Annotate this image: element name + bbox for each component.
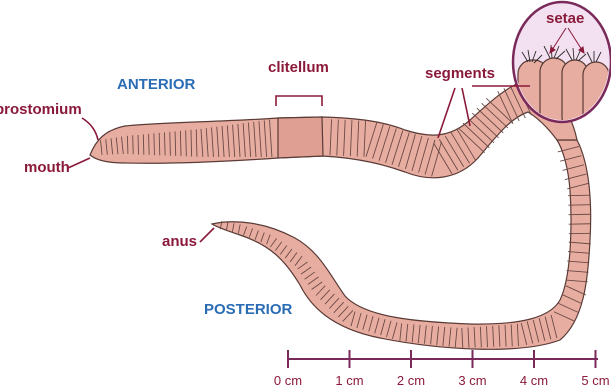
- worm-anterior-body: [90, 80, 577, 178]
- scale-tick-label: 1 cm: [335, 373, 363, 388]
- segment-line: [138, 135, 139, 155]
- scale-tick-label: 3 cm: [458, 373, 486, 388]
- segment-line: [154, 133, 155, 155]
- scale-tick-label: 2 cm: [397, 373, 425, 388]
- setae-label: setae: [546, 10, 584, 27]
- scale-tick-label: 4 cm: [520, 373, 548, 388]
- clitellum-band: [278, 117, 323, 158]
- anterior-label: ANTERIOR: [117, 76, 196, 93]
- anus-label: anus: [162, 233, 197, 250]
- scale-bar: 0 cm 1 cm 2 cm 3 cm 4 cm 5 cm: [274, 350, 610, 388]
- segment-line: [170, 132, 171, 156]
- segment-line: [159, 133, 160, 155]
- clitellum-bracket: [276, 96, 322, 106]
- segment-line: [149, 134, 150, 155]
- anus-leader: [200, 228, 214, 242]
- scale-tick-label: 0 cm: [274, 373, 302, 388]
- mouth-label: mouth: [24, 159, 70, 176]
- segment-line: [133, 135, 134, 154]
- segments-label: segments: [425, 65, 495, 82]
- segment-line: [164, 132, 165, 155]
- prostomium-label: prostomium: [0, 101, 82, 118]
- prostomium-leader: [82, 118, 98, 140]
- clitellum-label: clitellum: [268, 59, 329, 76]
- segment-line: [143, 134, 144, 154]
- mouth-leader: [68, 158, 90, 168]
- posterior-label: POSTERIOR: [204, 301, 293, 318]
- scale-tick-label: 5 cm: [581, 373, 609, 388]
